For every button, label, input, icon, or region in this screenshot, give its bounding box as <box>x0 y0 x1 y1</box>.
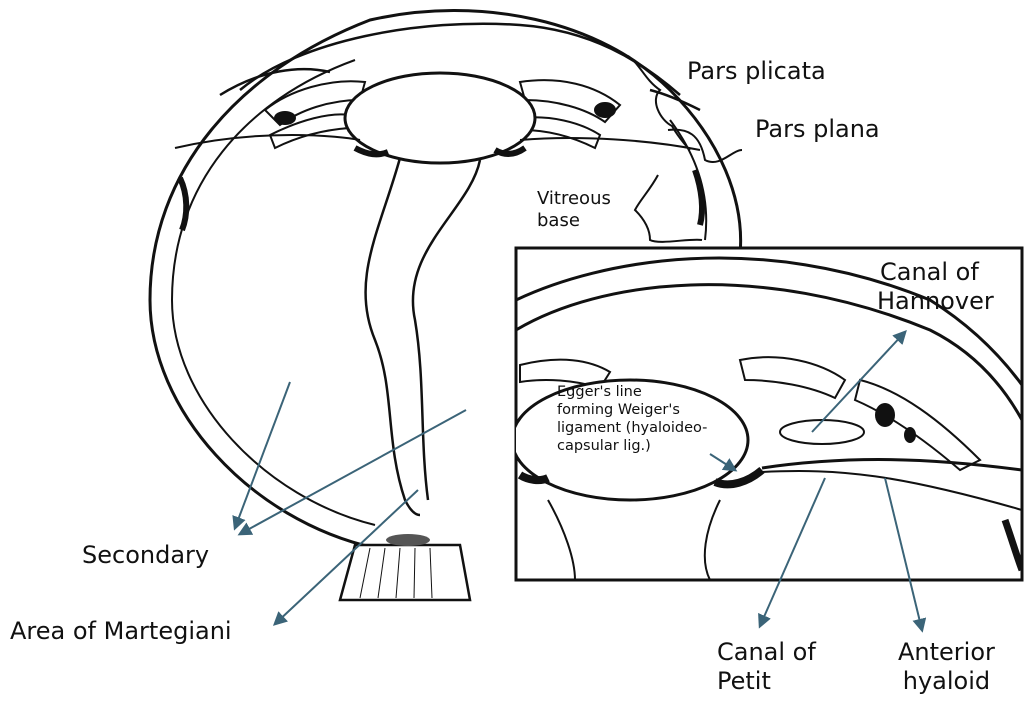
lens <box>345 73 535 163</box>
label-area-of-martegiani: Area of Martegiani <box>10 617 232 646</box>
label-canal-of-petit-line1: Canal of <box>717 638 816 667</box>
label-eggers-line-line4: capsular lig.) <box>557 437 707 455</box>
label-canal-of-petit: Canal of Petit <box>717 638 816 696</box>
label-eggers-line-line1: Egger's line <box>557 383 707 401</box>
label-eggers-line-line2: forming Weiger's <box>557 401 707 419</box>
label-canal-of-hannover-line2: Hannover <box>877 287 994 316</box>
label-vitreous-base-line1: Vitreous <box>537 188 611 210</box>
label-pars-plana: Pars plana <box>755 115 880 144</box>
cloquet-canal <box>365 158 480 515</box>
label-pars-plicata: Pars plicata <box>687 57 826 86</box>
label-canal-of-hannover: Canal of Hannover <box>880 258 994 316</box>
label-eggers-line-line3: ligament (hyaloideo- <box>557 419 707 437</box>
label-eggers-line: Egger's line forming Weiger's ligament (… <box>557 383 707 456</box>
label-canal-of-petit-line2: Petit <box>717 667 816 696</box>
label-secondary: Secondary <box>82 541 209 570</box>
label-canal-of-hannover-line1: Canal of <box>880 258 994 287</box>
label-anterior-hyaloid: Anterior hyaloid <box>898 638 995 696</box>
label-anterior-hyaloid-line2: hyaloid <box>898 667 995 696</box>
label-vitreous-base-line2: base <box>537 210 611 232</box>
label-anterior-hyaloid-line1: Anterior <box>898 638 995 667</box>
label-vitreous-base: Vitreous base <box>537 188 611 231</box>
